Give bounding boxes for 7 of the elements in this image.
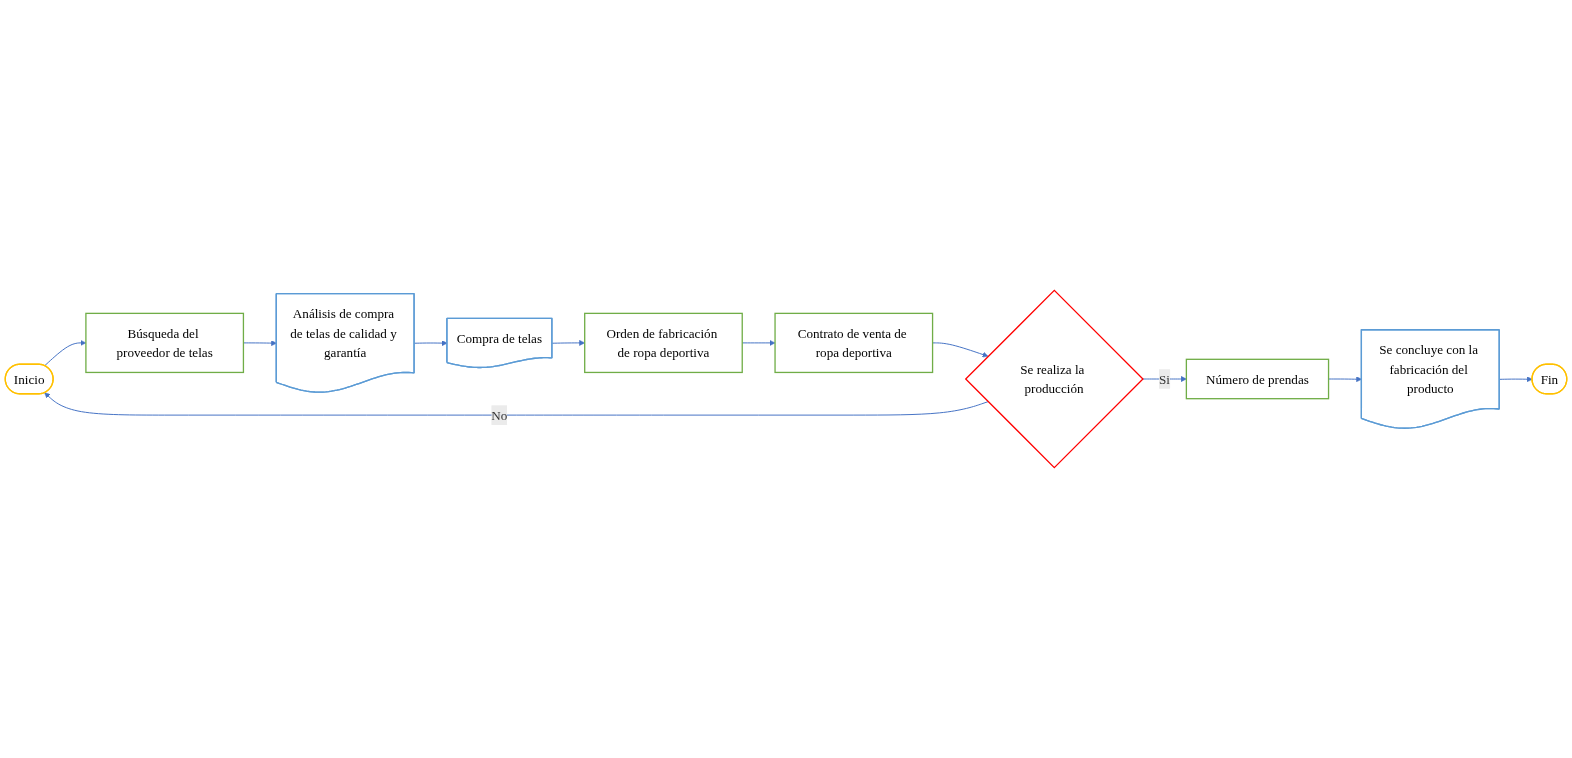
node-box: Búsqueda del proveedor de telas [85,312,245,374]
edge-label: No [491,407,508,423]
node-box: Número de prendas [1185,358,1330,400]
node-diamond: Se realiza la producción [964,289,1144,469]
node-box: Orden de fabricación de ropa deportiva [584,312,743,374]
node-box: Contrato de venta de ropa deportiva [774,312,934,374]
edge-label: Si [1159,371,1170,387]
